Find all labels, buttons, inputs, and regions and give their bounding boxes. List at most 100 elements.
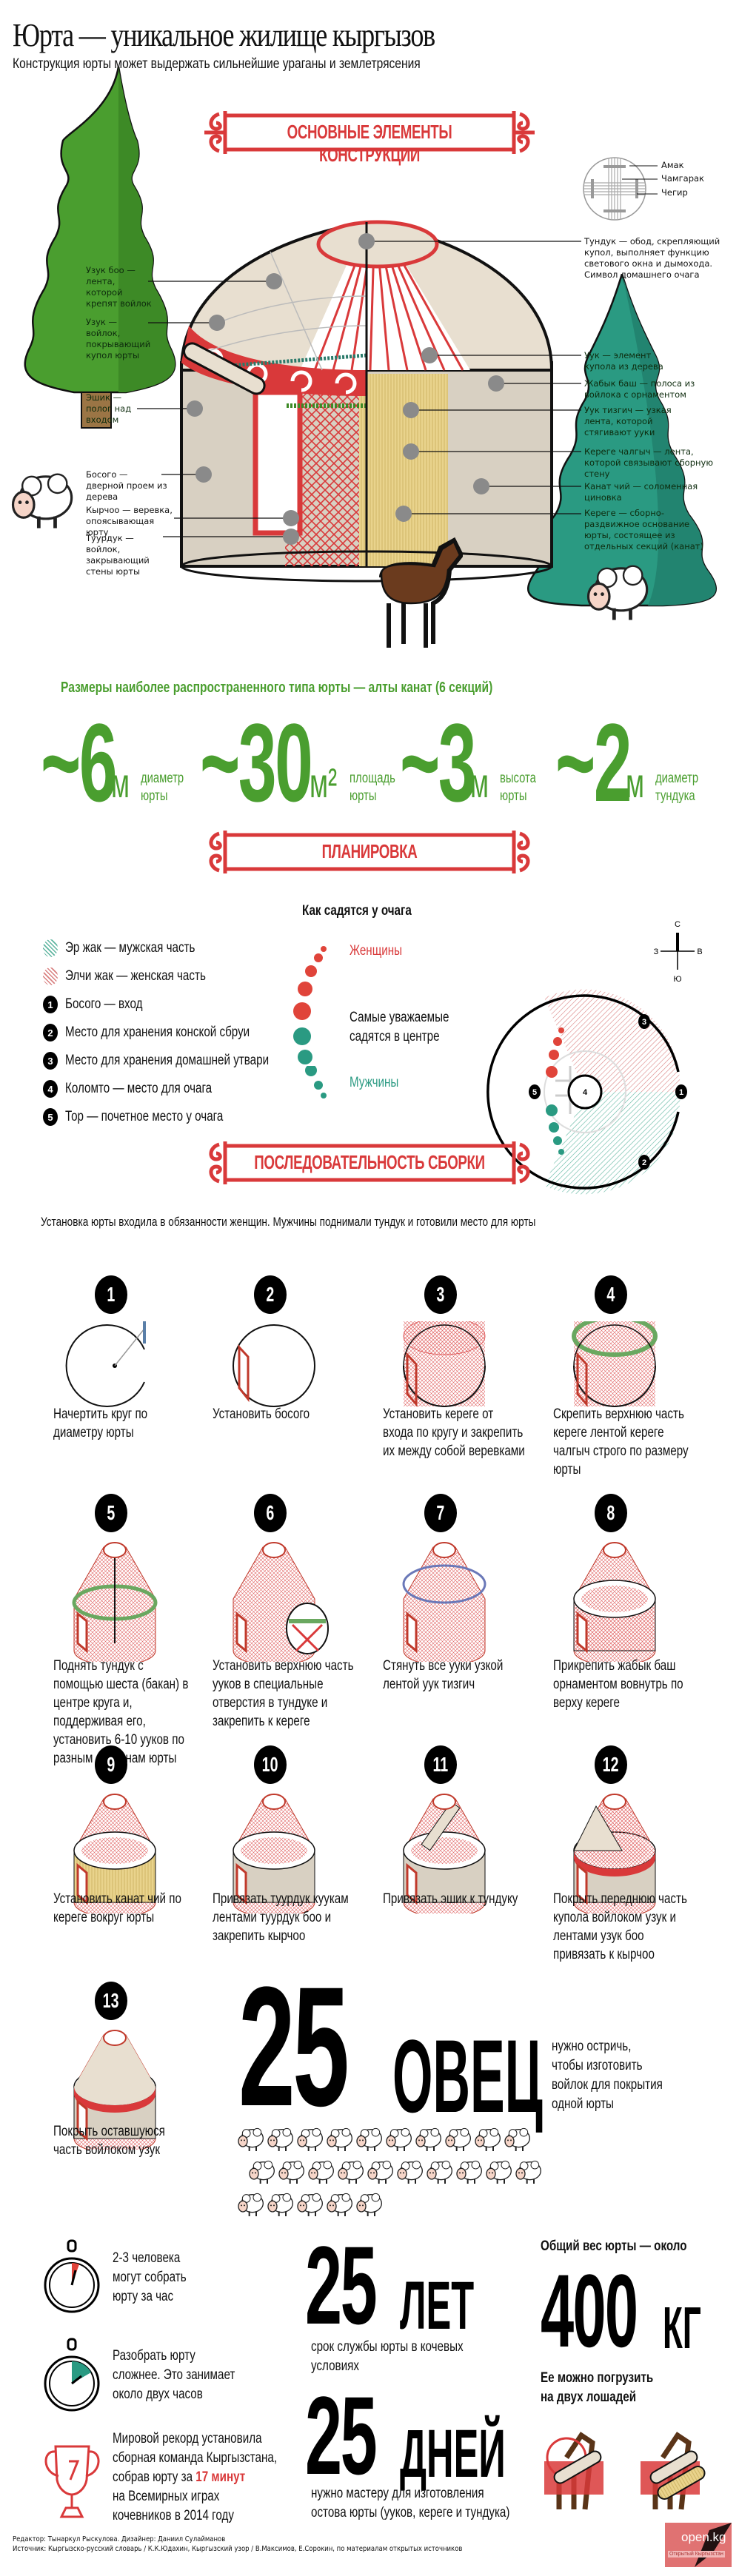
sheep-icon: [235, 2123, 265, 2156]
sheep-icon: [265, 2123, 295, 2156]
record-highlight: 17 минут: [195, 2469, 246, 2485]
build-days-number: 25: [305, 2373, 378, 2498]
sheep-icon: [324, 2123, 354, 2156]
label-kerege: Кереге — сборно-раздвижное основание юрт…: [584, 508, 703, 551]
legend-label: Коломто — место для очага: [65, 1081, 213, 1096]
stopwatch-hour-icon: [44, 2239, 100, 2313]
step-number: 9: [107, 1753, 116, 1776]
step-caption: Привязать эшик к тундуку: [383, 1891, 518, 1907]
build-days-unit: ДНЕЙ: [400, 2416, 506, 2492]
step-caption: Установить верхнюю часть ууков в специал…: [213, 1658, 354, 1729]
legend-label: Эр жак — мужская часть: [65, 940, 195, 956]
step-number-badge: 12: [595, 1745, 627, 1784]
compass-n: С: [675, 920, 681, 929]
step-number: 3: [436, 1283, 445, 1306]
label-uzuk: Узук — войлок, покрывающий купол юрты: [86, 317, 151, 360]
sheep-count-unit: ОВЕЦ: [392, 2018, 543, 2134]
logo-text: open.kg: [681, 2530, 726, 2544]
step-illustration: [233, 1542, 329, 1662]
logo-subtitle: Открытый Кыргызстан: [668, 2551, 725, 2557]
weight-label: Общий вес юрты — около: [541, 2238, 687, 2254]
label-eshik: Эшик — полог над входом: [86, 392, 132, 425]
step-number: 1: [107, 1283, 116, 1306]
legend-label: Место для хранения конской сбруи: [65, 1024, 250, 1040]
step-number-badge: 6: [254, 1494, 287, 1532]
size-unit: м: [111, 759, 130, 806]
legend-item: Эр жак — мужская часть: [43, 939, 227, 958]
sheep-icon: [335, 2156, 365, 2188]
step-number-badge: 1: [95, 1275, 127, 1314]
plan-mark-5: 5: [532, 1088, 537, 1097]
compass-s: Ю: [673, 975, 681, 984]
label-tunduk: Тундук — обод, скрепляющий купол, выполн…: [584, 236, 720, 280]
step-caption: Стянуть все ууки узкой лентой уук тизгич: [383, 1658, 504, 1692]
compass-e: В: [697, 947, 702, 956]
step-number-badge: 8: [595, 1494, 627, 1532]
step-number-badge: 2: [254, 1275, 287, 1314]
step-caption: Установить канат чий по кереге вокруг юр…: [53, 1891, 181, 1925]
sheep-icon: [295, 2188, 324, 2221]
sheep-icon: [235, 2188, 265, 2221]
sheep-icon: [354, 2123, 384, 2156]
sheep-icon: [502, 2123, 532, 2156]
step-number: 2: [266, 1283, 275, 1306]
sheep-icon: [265, 2188, 295, 2221]
step-caption: Прикрепить жабык баш орнаментом вовнутрь…: [553, 1658, 683, 1711]
size-unit: м: [626, 759, 645, 806]
step-number: 4: [606, 1283, 615, 1306]
tunduk-part-chegir: Чегир: [661, 187, 688, 198]
seating-dots-men: [305, 1066, 327, 1099]
men-zone-swatch-icon: [43, 939, 58, 957]
label-uuk: Уук — элемент купола из дерева: [584, 350, 663, 372]
plan-mark-2: 2: [642, 1158, 646, 1167]
label-tuurduk: Туурдук — войлок, закрывающий стены юрты: [86, 533, 150, 577]
banner-title: ОСНОВНЫЕ ЭЛЕМЕНТЫ КОНСТРУКЦИИ: [287, 121, 452, 166]
plan-mark-3: 3: [642, 1018, 646, 1027]
step-caption: Привязать туурдук куукам лентами туурдук…: [213, 1891, 349, 1944]
step-illustration: [573, 1542, 656, 1662]
yurt-illustration: [179, 220, 554, 583]
plan-mark-4: 4: [583, 1088, 588, 1097]
horse-icon: [379, 537, 463, 648]
step-number-badge: 13: [95, 1982, 127, 2020]
step-number-badge: 11: [424, 1745, 457, 1784]
step-illustration: [72, 1542, 158, 1662]
compass-w: З: [654, 947, 659, 956]
sheep-count-number: 25: [238, 1951, 350, 2141]
step-caption: Покрыть оставшуюся часть войлоком узук: [53, 2124, 165, 2158]
weight-number: 400: [541, 2253, 638, 2369]
step-number: 7: [436, 1501, 445, 1524]
sizes-heading: Размеры наиболее распространенного типа …: [61, 680, 493, 696]
sheep-icon: [484, 2156, 513, 2188]
women-label: Женщины: [350, 943, 403, 959]
tunduk-diagram-icon: [583, 157, 646, 221]
step-number-badge: 10: [254, 1745, 287, 1784]
step-illustration: [403, 1794, 486, 1913]
number-badge: 5: [43, 1108, 58, 1126]
compass-icon: С Ю З В: [654, 920, 703, 984]
step-caption: Установить кереге от входа по кругу и за…: [383, 1406, 525, 1459]
step-number: 11: [432, 1753, 449, 1776]
footer-credits: Редактор: Тынаркул Рыскулова. Дизайнер: …: [13, 2535, 463, 2553]
logo[interactable]: open.kg Открытый Кыргызстан: [665, 2523, 732, 2567]
sheep-icon: [513, 2156, 543, 2188]
service-life-unit: ЛЕТ: [400, 2268, 475, 2344]
label-bosogo: Босого — дверной проем из дерева: [86, 469, 167, 502]
sheep-icon: [413, 2123, 443, 2156]
sputnik-logo-icon: [695, 2523, 732, 2567]
sheep-flock: [235, 2123, 546, 2219]
step-illustration: [73, 1794, 156, 1913]
